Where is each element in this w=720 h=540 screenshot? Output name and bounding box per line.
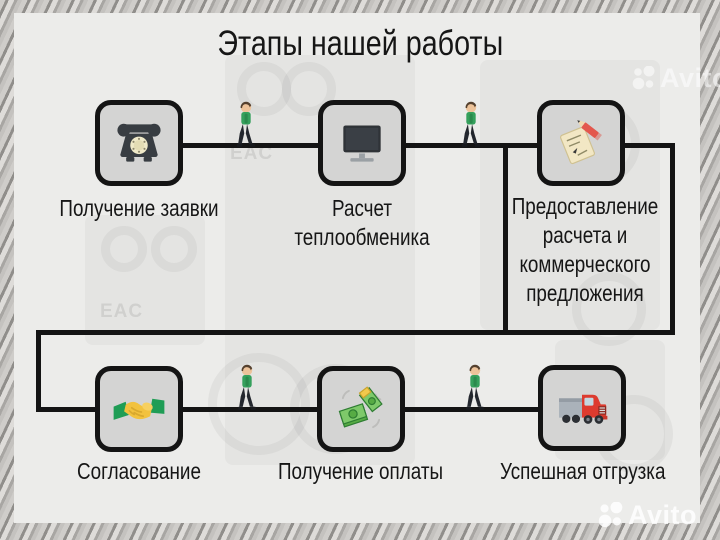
step-label-5: Получение оплаты — [278, 458, 444, 484]
flow-line-row1 — [180, 143, 675, 148]
port-ring-ghost — [572, 272, 646, 346]
background-photo-text: EAC — [100, 301, 144, 322]
rotary-phone-icon — [117, 123, 161, 162]
step-box-5 — [317, 366, 405, 452]
step-box-3 — [537, 100, 625, 186]
step-label-6: Успешная отгрузка — [500, 458, 666, 484]
avito-watermark-top: Avito — [632, 63, 720, 94]
flow-line-middle — [36, 330, 506, 335]
step-box-6 — [538, 365, 626, 451]
walking-person-icon — [237, 364, 257, 410]
step-label-1: Получение заявки — [59, 195, 219, 221]
avito-wordmark: Avito — [628, 500, 697, 530]
step-label-3: Предоставление расчета и коммерческого п… — [511, 193, 659, 306]
avito-logo-icon — [598, 501, 623, 527]
desktop-computer-icon — [343, 125, 381, 162]
port-ring-ghost — [101, 226, 147, 272]
page-title: Этапы нашей работы — [217, 24, 503, 63]
money-bills-icon — [338, 386, 383, 429]
avito-logo-icon — [632, 65, 655, 89]
flow-line-row2 — [36, 407, 566, 412]
delivery-truck-icon — [559, 394, 608, 424]
step-label-4: Согласование — [77, 458, 201, 484]
avito-watermark-bottom: Avito — [598, 500, 697, 531]
step-box-1 — [95, 100, 183, 186]
step-label-2: Расчет теплообменика — [294, 195, 430, 250]
avito-wordmark: Avito — [660, 63, 720, 93]
flow-line-left-vertical — [36, 330, 41, 412]
background-photo-text: EAC — [230, 143, 274, 164]
step-box-4 — [95, 366, 183, 452]
walking-person-icon — [461, 101, 481, 147]
port-ring-ghost — [151, 226, 197, 272]
step-box-2 — [318, 100, 406, 186]
walking-person-icon — [465, 364, 485, 410]
note-with-pencil-icon — [560, 120, 602, 165]
handshake-icon — [113, 398, 165, 420]
port-ring-ghost — [282, 62, 336, 116]
walking-person-icon — [236, 101, 256, 147]
